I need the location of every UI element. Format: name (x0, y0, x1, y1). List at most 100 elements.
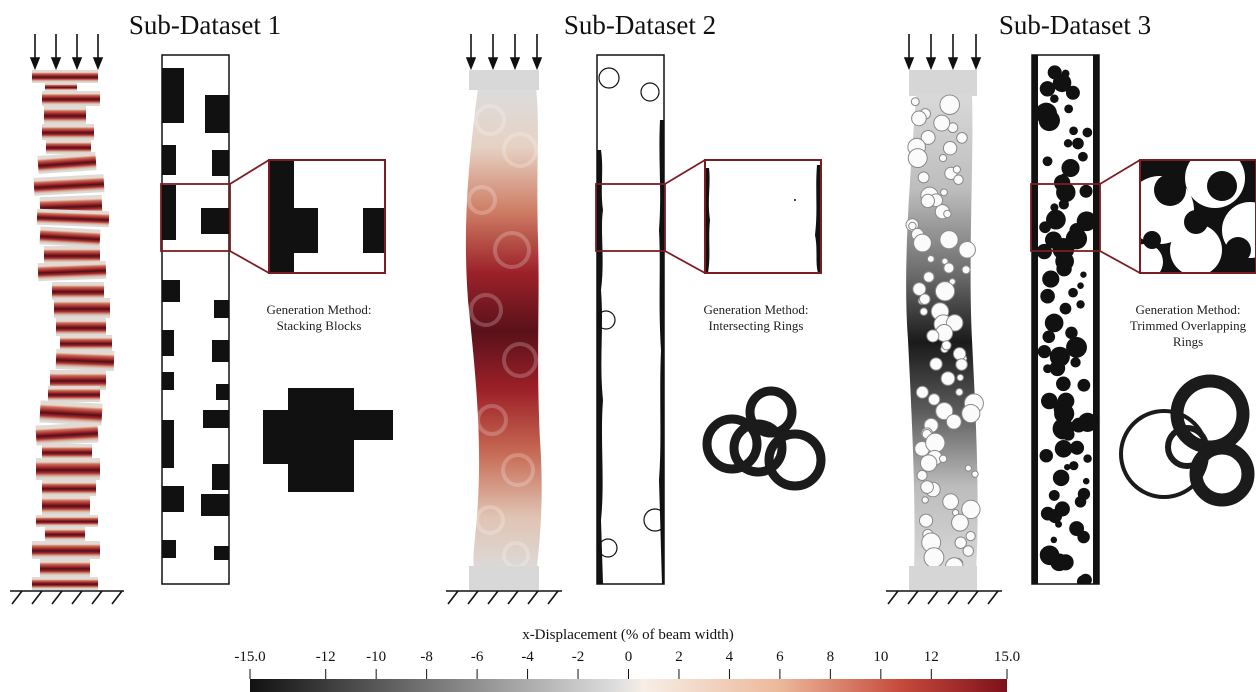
pore (1054, 440, 1073, 458)
ring-hole (956, 373, 964, 382)
pore (1077, 378, 1091, 392)
load-arrows-1 (29, 34, 104, 71)
svg-text:Generation Method:: Generation Method: (1135, 302, 1240, 317)
pore (1050, 94, 1059, 103)
ring-hole (938, 153, 948, 163)
ring-hole (965, 531, 976, 542)
pore (1040, 548, 1051, 559)
ring-hole (917, 171, 930, 184)
deformed-beam-1 (32, 70, 115, 590)
ring-hole (927, 393, 941, 406)
pore (1057, 554, 1074, 571)
ring-hole (926, 329, 940, 343)
colorbar-tick-label: -10 (366, 649, 386, 665)
ring-hole (919, 513, 934, 528)
fixed-support-2 (446, 590, 562, 605)
colorbar-tick-label: 6 (776, 649, 784, 665)
pore (1049, 360, 1066, 377)
ring-hole (961, 403, 981, 424)
ring-hole (943, 209, 952, 219)
zoom-inset-1 (268, 159, 386, 274)
zoom-callout-3 (1030, 159, 1141, 274)
ring-hole (940, 188, 948, 197)
pore (1053, 400, 1071, 418)
zoom-callout-1 (160, 159, 270, 274)
ring-hole (951, 513, 969, 532)
ring-hole (962, 545, 974, 557)
pore (1077, 412, 1098, 432)
colorbar-tick-label: 4 (726, 649, 734, 665)
ring-hole (911, 110, 927, 127)
colorbar-tick-label: 2 (675, 649, 683, 665)
method-caption-1: Generation Method: Stacking Blocks (266, 302, 371, 333)
ring-hole (954, 536, 967, 549)
colorbar-tick-label: 15.0 (994, 649, 1020, 665)
ring-hole (910, 97, 920, 107)
pore (1047, 318, 1054, 325)
pore (1050, 536, 1058, 544)
ring-hole (919, 307, 929, 316)
pore (1082, 127, 1093, 138)
pore (1070, 357, 1081, 368)
pore (1044, 313, 1064, 333)
colorbar-title: x-Displacement (% of beam width) (522, 627, 734, 643)
pore (1055, 520, 1063, 528)
ring-hole (955, 388, 964, 397)
ring-hole (907, 148, 928, 168)
ring-hole (915, 385, 929, 399)
pore (1059, 302, 1072, 315)
ring-hole (920, 480, 934, 494)
ring-hole (955, 358, 968, 371)
svg-text:Trimmed Overlapping: Trimmed Overlapping (1130, 318, 1247, 333)
ring-hole (952, 347, 967, 361)
pore (1065, 326, 1078, 340)
pore (1039, 221, 1051, 234)
ring-hole (956, 132, 968, 144)
pore (1068, 287, 1078, 298)
ring-hole (938, 454, 948, 463)
ring-hole (958, 241, 976, 259)
ring-hole (925, 432, 946, 454)
method-caption-3: Generation Method: Trimmed Overlapping R… (1130, 302, 1247, 349)
pore (1050, 203, 1059, 212)
pore (1077, 282, 1084, 289)
pore (1040, 288, 1055, 304)
pore (1040, 392, 1058, 410)
load-arrows-3 (903, 34, 982, 71)
zoom-inset-2 (704, 159, 822, 274)
pore (1079, 573, 1092, 584)
ring-hole (943, 262, 955, 274)
ring-hole (939, 230, 959, 250)
pore (1044, 112, 1060, 128)
pore (1074, 496, 1087, 508)
ring-hole (953, 174, 964, 185)
ring-hole (929, 357, 943, 371)
zoom-inset-3 (1139, 159, 1256, 274)
colorbar-tick-label: -6 (471, 649, 484, 665)
block-primitive (263, 388, 393, 492)
pore (1083, 454, 1092, 463)
pore (1042, 156, 1053, 167)
colorbar-tick-label: 0 (625, 649, 633, 665)
ring-hole (961, 265, 971, 275)
ring-hole (952, 165, 961, 174)
pore (1065, 85, 1080, 100)
ring-hole (945, 413, 962, 430)
svg-text:Rings: Rings (1173, 334, 1203, 349)
pore (1077, 530, 1090, 544)
structure-map-3 (1031, 54, 1100, 585)
colorbar-tick-label: 12 (924, 649, 939, 665)
fixed-support-1 (10, 590, 124, 605)
ring-hole (919, 454, 938, 472)
ring-hole (908, 221, 917, 231)
structure-map-2 (596, 54, 665, 585)
pore (1072, 137, 1084, 150)
pore (1069, 126, 1078, 136)
deformed-beam-2 (465, 70, 542, 590)
ring-hole (940, 371, 956, 386)
colorbar-tick-label: -15.0 (234, 649, 265, 665)
ring-hole (918, 293, 931, 305)
pore (1039, 448, 1054, 463)
